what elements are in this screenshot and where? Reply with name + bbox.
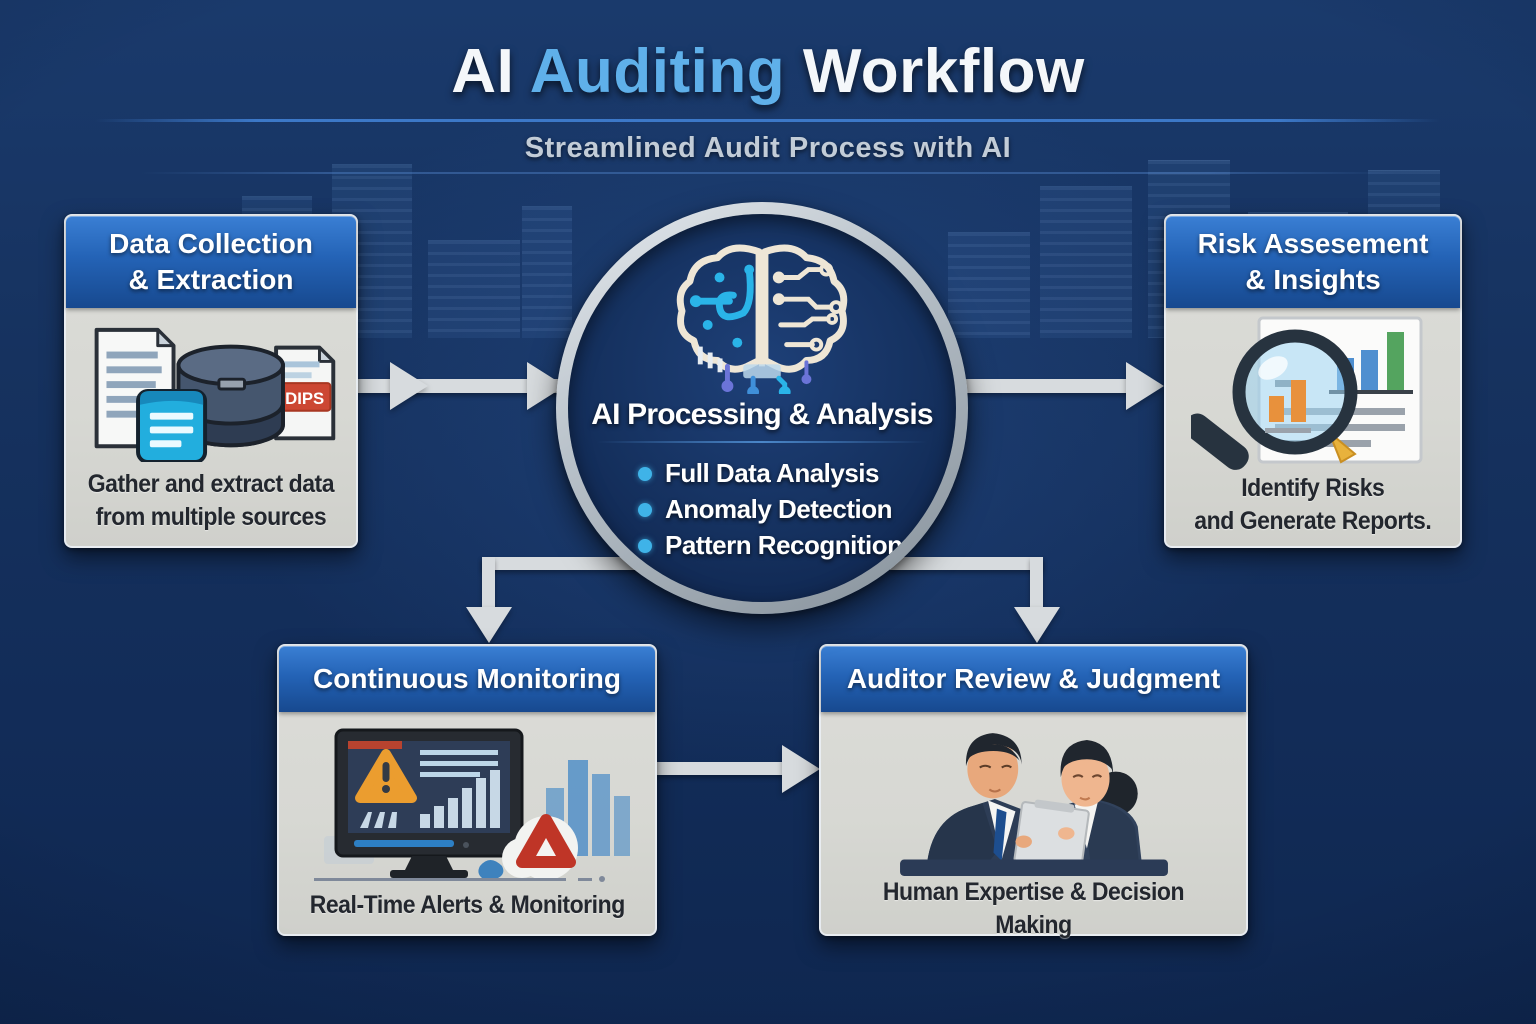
connector-circle-to-monitoring-drop <box>482 557 495 610</box>
brain-circuit-icon <box>676 244 848 394</box>
node-auditor-review: Auditor Review & Judgment <box>819 644 1248 939</box>
page-subtitle: Streamlined Audit Process with AI <box>524 132 1012 164</box>
bullet-dot-icon <box>638 466 652 481</box>
connector-circle-to-monitoring <box>482 557 647 570</box>
connector-circle-to-review <box>890 557 1043 570</box>
connector-circle-to-risk <box>960 379 1132 393</box>
arrowhead-into-risk <box>1126 362 1164 410</box>
subtitle-divider-line <box>140 172 1395 174</box>
bullet-label: Full Data Analysis <box>665 458 880 488</box>
node-continuous-monitoring-caption: Real-Time Alerts & Monitoring <box>309 891 625 919</box>
node-risk-assessment-caption: Identify Risks and Generate Reports. <box>1194 474 1432 535</box>
page-title: AI Auditing Workflow <box>0 36 1536 107</box>
bullet-label: Anomaly Detection <box>665 494 893 524</box>
connector-monitoring-to-review <box>657 762 789 775</box>
node-risk-assessment: Risk Assesement & Insights <box>1164 214 1462 548</box>
bullet-dot-icon <box>638 502 652 517</box>
list-item: Pattern Recognition <box>638 530 903 561</box>
title-divider-line <box>95 119 1440 122</box>
arrowhead-mid-left <box>390 362 428 410</box>
node-auditor-review-title: Auditor Review & Judgment <box>821 646 1246 712</box>
title-part2: Workflow <box>785 37 1085 106</box>
node-ai-processing-title: AI Processing & Analysis <box>591 398 933 431</box>
node-risk-assessment-title: Risk Assesement & Insights <box>1166 216 1460 308</box>
arrowhead-down-monitoring <box>466 607 512 643</box>
node-data-collection: Data Collection & Extraction <box>64 214 358 548</box>
auditors-illustration <box>827 718 1240 876</box>
node-auditor-review-caption: Human Expertise & Decision Making <box>882 878 1185 939</box>
bullet-label: Pattern Recognition <box>665 530 903 560</box>
circle-divider-line <box>597 441 927 443</box>
data-sources-icon: DIPS <box>72 314 350 468</box>
ai-capability-list: Full Data Analysis Anomaly Detection Pat… <box>638 453 903 566</box>
monitor-alert-icon <box>285 718 649 889</box>
node-data-collection-title: Data Collection & Extraction <box>66 216 356 308</box>
arrowhead-down-review <box>1014 607 1060 643</box>
bullet-dot-icon <box>638 538 652 553</box>
node-ai-processing: AI Processing & Analysis Full Data Analy… <box>556 202 968 614</box>
file-format-label: DIPS <box>285 389 324 408</box>
node-continuous-monitoring: Continuous Monitoring <box>277 644 657 936</box>
title-part1: AI <box>451 37 530 106</box>
list-item: Anomaly Detection <box>638 494 903 525</box>
node-continuous-monitoring-title: Continuous Monitoring <box>279 646 655 712</box>
title-highlight: Auditing <box>529 37 786 106</box>
node-data-collection-caption: Gather and extract data from multiple so… <box>87 470 335 531</box>
magnifier-report-icon <box>1172 314 1454 472</box>
arrowhead-into-review <box>782 745 820 793</box>
connector-circle-to-review-drop <box>1030 557 1043 610</box>
list-item: Full Data Analysis <box>638 458 903 489</box>
